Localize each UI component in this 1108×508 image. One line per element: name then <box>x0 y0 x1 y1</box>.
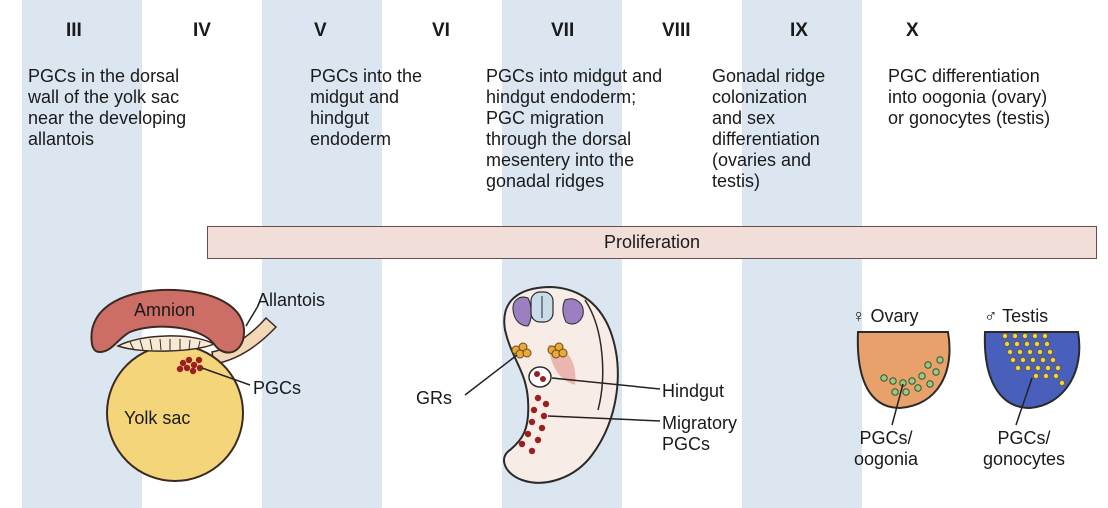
grs-leader-line <box>464 354 518 396</box>
stage-label-ix: IX <box>790 20 808 41</box>
gonadal-ridge-left <box>511 342 532 359</box>
ovary-leader-line <box>891 383 904 426</box>
stage-label-v: V <box>314 20 327 41</box>
testis-title: ♂ Testis <box>984 306 1049 326</box>
proliferation-bar: Proliferation <box>207 226 1097 259</box>
hindgut-leader-line <box>551 377 661 390</box>
stage-label-vii: VII <box>551 20 575 41</box>
description-stage-iii-iv: PGCs in the dorsal wall of the yolk sac … <box>28 66 187 149</box>
migratory-pgcs-label: Migratory PGCs <box>662 413 738 454</box>
migratory-pgcs-leader-line <box>547 415 661 422</box>
hindgut-label: Hindgut <box>662 381 725 401</box>
embryo-back-line <box>584 299 604 411</box>
testis-pgc-dots <box>1002 332 1066 386</box>
stage-label-iv: IV <box>193 20 211 41</box>
stage-label-iii: III <box>66 20 82 41</box>
embryo-body-shape <box>503 285 619 484</box>
yolk-sac-label: Yolk sac <box>124 408 191 428</box>
testis-illustration <box>983 331 1081 426</box>
description-stage-x: PGC differentiation into oogonia (ovary)… <box>888 66 1051 128</box>
allantois-label: Allantois <box>257 290 326 310</box>
amnion-shape <box>90 288 246 354</box>
stage-label-x: X <box>906 20 919 41</box>
ovary-illustration <box>856 331 951 426</box>
amnion-label: Amnion <box>134 300 196 320</box>
testis-leader-line <box>1015 377 1033 426</box>
description-stage-v-vi: PGCs into the midgut and hindgut endoder… <box>310 66 423 149</box>
testis-shape <box>983 331 1081 410</box>
testis-pgcs-label: PGCs/ gonocytes <box>983 428 1066 469</box>
late-embryo-illustration <box>464 285 661 484</box>
pgcs-leader-line <box>201 367 251 386</box>
stage-label-viii: VIII <box>662 20 691 41</box>
stage-label-vi: VI <box>432 20 450 41</box>
allantois-leader-line <box>245 305 259 327</box>
pgcs-label: PGCs <box>253 378 302 398</box>
description-stage-ix: Gonadal ridge colonization and sex diffe… <box>712 66 826 191</box>
hindgut-shape <box>528 366 552 388</box>
early-embryo-illustration <box>90 288 278 482</box>
ovary-pgc-dots <box>880 356 944 396</box>
migratory-pgc-dots <box>518 394 550 455</box>
description-stage-vii-viii: PGCs into midgut and hindgut endoderm; P… <box>486 66 663 191</box>
right-somite-shape <box>562 298 584 325</box>
ovary-title: ♀ Ovary <box>852 306 919 326</box>
ovary-shape <box>856 331 951 410</box>
pgc-cluster <box>176 356 204 375</box>
disc-stripes <box>129 338 201 351</box>
grs-label: GRs <box>416 388 452 408</box>
gonadal-ridge-right <box>547 342 568 359</box>
ovary-pgcs-label: PGCs/ oogonia <box>854 428 919 469</box>
